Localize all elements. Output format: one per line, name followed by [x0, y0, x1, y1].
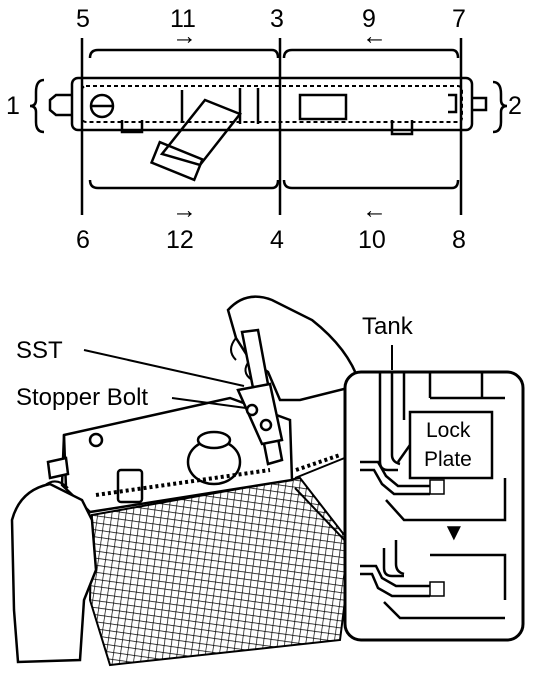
- label-8: 8: [452, 226, 466, 254]
- tank-inner-edge: [81, 85, 463, 123]
- right-pipe: [472, 96, 488, 112]
- radiator-core: [88, 476, 354, 667]
- label-12: 12: [166, 226, 194, 254]
- tank-nozzle: [46, 456, 70, 480]
- stopper-bolt-head: [245, 403, 259, 417]
- label-4: 4: [270, 226, 284, 254]
- arrow-right-icon: →: [172, 22, 197, 50]
- stopper-bolt-label: Stopper Bolt: [16, 384, 148, 411]
- tank-dividers: [80, 38, 463, 215]
- clip-right: [390, 120, 414, 136]
- label-1: 1: [6, 92, 20, 120]
- sst-tool: [236, 328, 284, 466]
- filler-cap: [89, 93, 115, 119]
- tank-body: [46, 396, 294, 514]
- outlet-mouth: [149, 140, 205, 182]
- tank-label: Tank: [362, 313, 414, 340]
- label-2: 2: [508, 92, 522, 120]
- clip-left: [120, 120, 144, 134]
- sst-label: SST: [16, 337, 63, 364]
- label-6: 6: [76, 226, 90, 254]
- lock-label: Lock: [426, 419, 471, 442]
- label-10: 10: [358, 226, 386, 254]
- brackets-top: [29, 48, 508, 190]
- down-arrow-icon: ▼: [442, 519, 466, 546]
- lock-plate-detail-inset: Lock Plate ▼: [343, 370, 525, 642]
- label-5: 5: [76, 5, 90, 33]
- tank-label-plate: [298, 93, 348, 121]
- left-hand: [10, 482, 98, 664]
- arrow-left-icon: ←: [362, 22, 387, 50]
- label-3: 3: [270, 5, 284, 33]
- right-hand: [226, 295, 362, 402]
- left-pipe: [48, 93, 72, 117]
- label-7: 7: [452, 5, 466, 33]
- arrow-right-icon: →: [172, 196, 197, 224]
- label-11: 11: [170, 5, 196, 33]
- tank-outline: [70, 76, 474, 132]
- tank-top-view: [48, 76, 488, 182]
- plate-label: Plate: [424, 448, 472, 471]
- outlet-neck: [159, 98, 243, 167]
- tank-tab: [116, 468, 144, 504]
- label-9: 9: [362, 5, 376, 33]
- arrow-left-icon: ←: [362, 196, 387, 224]
- callout-leaders: [83, 345, 393, 549]
